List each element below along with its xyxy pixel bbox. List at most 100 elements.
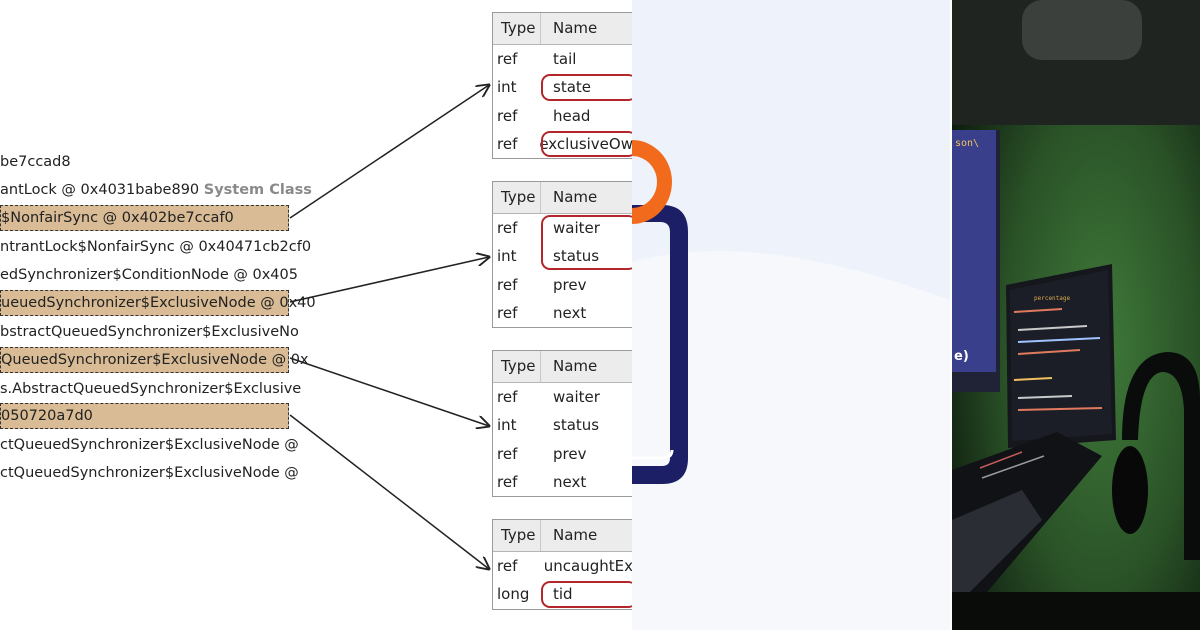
heap-item-label: ntrantLock$NonfairSync @ 0x40471cb2cf0 bbox=[0, 239, 312, 255]
heap-list-item[interactable]: ntrantLock$NonfairSync @ 0x40471cb2cf0 bbox=[0, 236, 311, 258]
table-row[interactable]: ref tail bbox=[493, 45, 633, 73]
field-type: ref bbox=[497, 303, 518, 322]
field-name: head bbox=[553, 106, 591, 125]
table-row[interactable]: int status bbox=[493, 411, 633, 439]
heap-list-item[interactable]: edSynchronizer$ConditionNode @ 0x405 bbox=[0, 264, 298, 286]
field-type: ref bbox=[497, 50, 518, 68]
logo-orange-ring bbox=[632, 140, 672, 224]
reference-arrow bbox=[289, 85, 489, 219]
desk-photo-illustration: son\ e) percentage bbox=[952, 0, 1200, 630]
field-type: int bbox=[497, 416, 517, 435]
reference-arrows bbox=[289, 0, 632, 630]
heap-item-label: 050720a7d0 bbox=[1, 408, 93, 424]
field-type: long bbox=[497, 585, 530, 604]
column-header-name[interactable]: Name bbox=[553, 526, 598, 544]
field-name: waiter bbox=[553, 388, 600, 406]
table-header: Type Name bbox=[493, 351, 633, 383]
table-header: Type Name bbox=[493, 520, 633, 552]
table-row[interactable]: ref waiter bbox=[493, 383, 633, 411]
field-name: state bbox=[553, 78, 591, 97]
heap-list-item[interactable]: ctQueuedSynchronizer$ExclusiveNode @ bbox=[0, 434, 299, 456]
field-type: ref bbox=[497, 557, 518, 575]
heap-viewer-panel: be7ccad8 antLock @ 0x4031babe890 System … bbox=[0, 0, 637, 630]
object-fields-table: Type Name ref uncaughtEx long tid bbox=[492, 519, 637, 610]
field-type: ref bbox=[497, 444, 518, 463]
desk-photo: son\ e) percentage bbox=[952, 0, 1200, 630]
table-row[interactable]: ref prev bbox=[493, 440, 633, 468]
heap-list-item-selected[interactable]: 050720a7d0 bbox=[0, 403, 289, 429]
field-name: exclusiveOw bbox=[539, 134, 633, 153]
background-wave bbox=[632, 250, 950, 630]
reference-arrow bbox=[289, 414, 489, 569]
heap-list-item-selected[interactable]: ueuedSynchronizer$ExclusiveNode @ 0x40 bbox=[0, 290, 316, 316]
field-name: next bbox=[553, 303, 587, 322]
field-name: next bbox=[553, 472, 587, 491]
heap-item-label: bstractQueuedSynchronizer$ExclusiveNo bbox=[0, 324, 299, 340]
column-header-name[interactable]: Name bbox=[553, 357, 598, 375]
column-header-name[interactable]: Name bbox=[553, 188, 598, 206]
field-type: ref bbox=[497, 106, 518, 125]
field-name: tid bbox=[553, 585, 573, 604]
heap-item-label: ueuedSynchronizer$ExclusiveNode @ 0x40 bbox=[1, 295, 316, 311]
heap-item-label: ctQueuedSynchronizer$ExclusiveNode @ bbox=[0, 465, 299, 481]
laptop-code-lines bbox=[979, 451, 1045, 479]
heap-item-label: edSynchronizer$ConditionNode @ 0x405 bbox=[0, 267, 298, 283]
headphones bbox=[1122, 352, 1200, 560]
code-lines bbox=[1013, 308, 1103, 411]
column-header-type[interactable]: Type bbox=[493, 13, 541, 44]
field-name: tail bbox=[553, 50, 577, 68]
field-type: int bbox=[497, 247, 517, 266]
table-row[interactable]: ref next bbox=[493, 299, 633, 327]
logo-bracket-highlight bbox=[632, 449, 674, 460]
heap-item-label: ctQueuedSynchronizer$ExclusiveNode @ bbox=[0, 437, 299, 453]
field-type: ref bbox=[497, 388, 518, 406]
field-type: ref bbox=[497, 219, 518, 237]
heap-list-item[interactable]: bstractQueuedSynchronizer$ExclusiveNo bbox=[0, 321, 299, 343]
column-header-type[interactable]: Type bbox=[493, 182, 541, 213]
heap-item-label: s.AbstractQueuedSynchronizer$Exclusive bbox=[0, 381, 302, 397]
monitor-left-screen bbox=[952, 130, 996, 372]
field-name: status bbox=[553, 416, 600, 435]
logo-panel bbox=[632, 0, 950, 630]
field-name: prev bbox=[553, 275, 587, 294]
monitor-left-text: son\ bbox=[955, 138, 979, 149]
table-header: Type Name bbox=[493, 182, 633, 214]
heap-list-item[interactable]: ctQueuedSynchronizer$ExclusiveNode @ bbox=[0, 462, 299, 484]
heap-list-item[interactable]: antLock @ 0x4031babe890 System Class bbox=[0, 179, 312, 201]
parked-car-shape bbox=[1022, 0, 1142, 60]
column-header-type[interactable]: Type bbox=[493, 351, 541, 382]
heap-item-label: antLock @ 0x4031babe890 bbox=[0, 182, 204, 198]
heap-item-label: be7ccad8 bbox=[0, 154, 71, 170]
heap-list-item-selected[interactable]: QueuedSynchronizer$ExclusiveNode @ 0x bbox=[0, 347, 309, 373]
table-row[interactable]: ref uncaughtEx bbox=[493, 552, 633, 580]
reference-arrow bbox=[289, 257, 489, 303]
table-row[interactable]: ref next bbox=[493, 468, 633, 496]
heap-list-item[interactable]: be7ccad8 bbox=[0, 151, 287, 173]
reference-arrow bbox=[289, 357, 489, 426]
heap-list-item-selected[interactable]: $NonfairSync @ 0x402be7ccaf0 bbox=[0, 205, 289, 231]
system-class-badge: System Class bbox=[203, 182, 312, 198]
field-name: waiter bbox=[553, 219, 600, 237]
logo-bracket-shape bbox=[632, 205, 688, 484]
field-type: ref bbox=[497, 134, 518, 153]
object-fields-table: Type Name ref waiter int status ref prev re… bbox=[492, 350, 633, 498]
field-type: ref bbox=[497, 472, 518, 491]
heap-item-label: $NonfairSync @ 0x402be7ccaf0 bbox=[1, 210, 234, 226]
headphone-cup bbox=[1112, 446, 1148, 534]
column-header-type[interactable]: Type bbox=[493, 520, 541, 551]
column-header-name[interactable]: Name bbox=[553, 19, 598, 37]
table-header: Type Name bbox=[493, 13, 633, 45]
field-name: prev bbox=[553, 444, 587, 463]
monitor-right-text: percentage bbox=[1034, 295, 1071, 302]
table-row[interactable]: ref head bbox=[493, 102, 633, 130]
desk-surface bbox=[952, 592, 1200, 630]
heap-item-label: QueuedSynchronizer$ExclusiveNode @ 0x bbox=[1, 352, 309, 368]
heap-list-item[interactable]: s.AbstractQueuedSynchronizer$Exclusive bbox=[0, 378, 301, 400]
laptop-keyboard bbox=[952, 490, 1042, 600]
logo-artwork bbox=[632, 140, 950, 630]
object-fields-table: Type Name ref tail int state ref head ref ex… bbox=[492, 12, 637, 160]
field-name: uncaughtEx bbox=[543, 557, 633, 575]
field-type: int bbox=[497, 78, 517, 97]
